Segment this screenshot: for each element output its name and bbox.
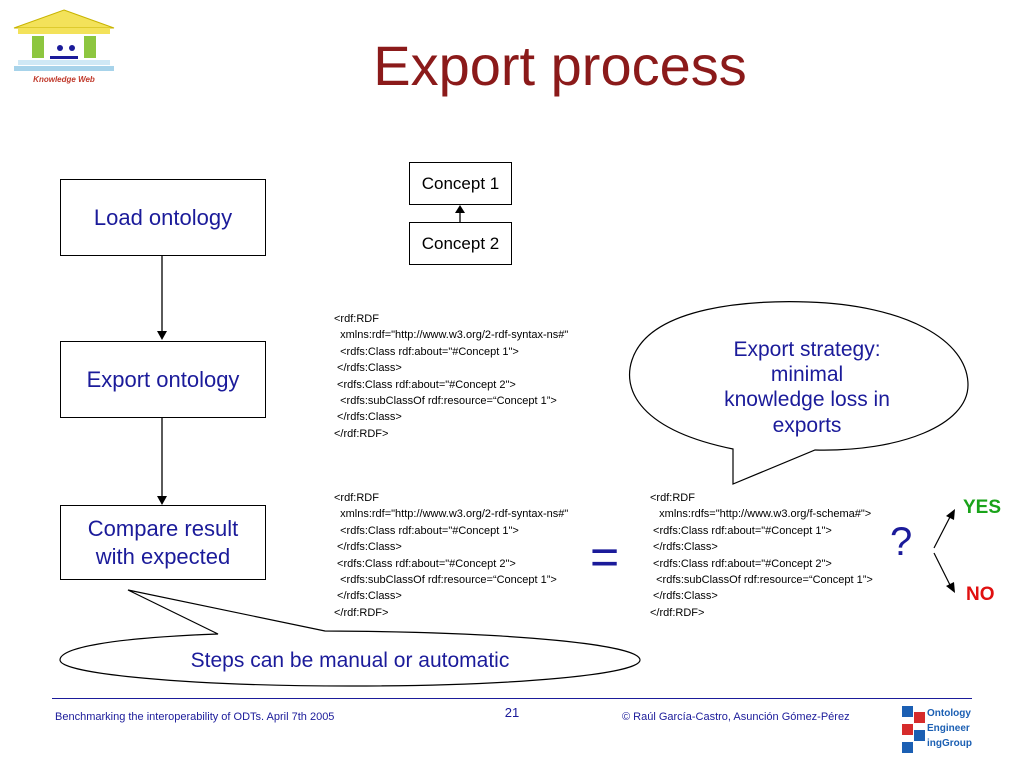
strategy-callout-bubble xyxy=(628,301,969,485)
no-label: NO xyxy=(966,584,995,605)
flow-arrow-1 xyxy=(157,256,167,340)
oeg-mark-icon xyxy=(902,706,925,753)
concept-1-box: Concept 1 xyxy=(409,162,512,205)
flow-arrow-2 xyxy=(157,418,167,505)
steps-callout-text: Steps can be manual or automatic xyxy=(190,649,510,672)
page-number: 21 xyxy=(504,705,520,720)
no-branch-arrow xyxy=(933,552,955,593)
step-load-ontology: Load ontology xyxy=(60,179,266,256)
footer-right-text: © Raúl García-Castro, Asunción Gómez-Pér… xyxy=(622,711,850,723)
rdf-code-expected: <rdf:RDF xmlns:rdf="http://www.w3.org/2-… xyxy=(334,492,569,619)
question-mark: ? xyxy=(890,520,913,564)
yes-label: YES xyxy=(963,497,1002,518)
oeg-logo-line-3: ingGroup xyxy=(927,738,972,749)
step-export-ontology: Export ontology xyxy=(60,341,266,418)
rdf-code-exported: <rdf:RDF xmlns:rdf="http://www.w3.org/2-… xyxy=(334,313,569,440)
slide-title: Export process xyxy=(373,34,747,97)
strategy-callout-text: Export strategy: minimal knowledge loss … xyxy=(724,338,890,437)
oeg-logo-line-2: Engineer xyxy=(927,723,970,734)
oeg-logo-line-1: Ontology xyxy=(927,708,971,719)
step-compare-result: Compare result with expected xyxy=(60,505,266,580)
concept-2-box: Concept 2 xyxy=(409,222,512,265)
logo-label: Knowledge Web xyxy=(33,75,95,84)
rdf-code-result: <rdf:RDF xmlns:rdfs="http://www.w3.org/f… xyxy=(650,492,873,619)
footer-left-text: Benchmarking the interoperability of ODT… xyxy=(55,711,335,723)
yes-branch-arrow xyxy=(933,509,955,549)
subclass-arrow xyxy=(455,205,465,222)
oeg-logo: Ontology Engineer ingGroup xyxy=(902,704,974,758)
steps-callout-bubble xyxy=(59,589,641,687)
knowledge-web-logo: Knowledge Web xyxy=(10,8,118,88)
footer-rule xyxy=(52,698,972,699)
equals-sign: = xyxy=(590,529,620,585)
temple-icon xyxy=(13,9,115,71)
